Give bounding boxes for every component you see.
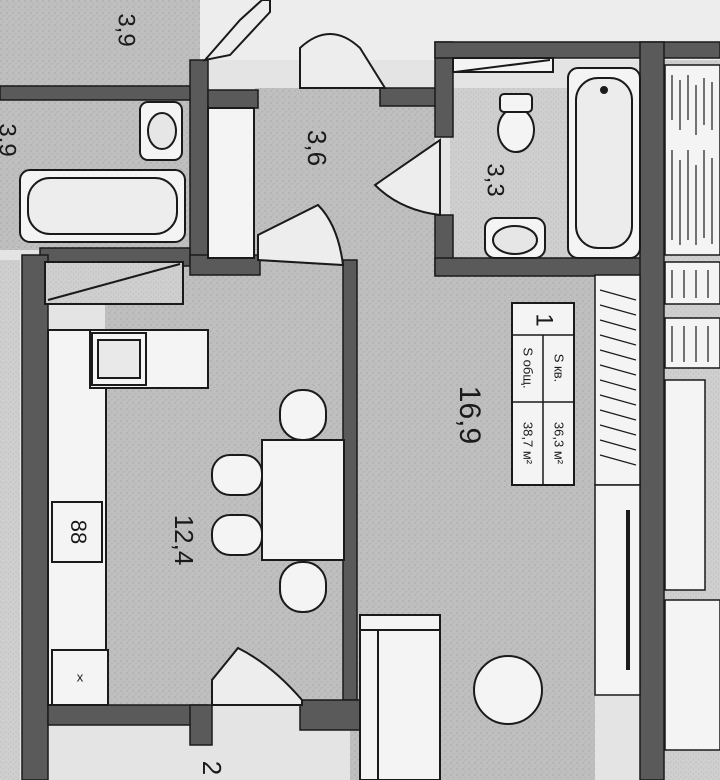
dining-table: [261, 439, 345, 561]
bathtub-drain: [600, 86, 608, 94]
wall-left-partition: [189, 59, 209, 261]
apartment-number: 1: [531, 313, 558, 326]
fridge: [51, 649, 109, 706]
bathtub-inner: [575, 77, 633, 249]
area-row2-value: 38,7 м²: [521, 422, 536, 465]
kitchen-sink-bowl: [97, 339, 141, 379]
wall-top-left: [0, 85, 206, 101]
room-area-hall: 3,6: [302, 130, 332, 166]
neighbor-bathtub-inner: [27, 177, 178, 235]
wall-bottom-post: [189, 704, 213, 746]
fridge-mark: x: [77, 669, 84, 684]
chair-left-2: [211, 514, 263, 556]
stove-burners-mark: 88: [66, 520, 91, 544]
bathroom-fixtures: [452, 57, 641, 259]
chair-bottom: [279, 561, 327, 613]
area-table: 1 S кв. 36,3 м² S общ. 38,7 м²: [511, 302, 575, 486]
wall-hall-top-right: [379, 87, 441, 107]
chair-left-1: [211, 454, 263, 496]
hall-wardrobe: [207, 107, 255, 259]
room-area-bottom-partial: 2: [197, 761, 227, 775]
wardrobe-right-3: [664, 317, 720, 369]
wardrobe-right-1: [664, 64, 720, 256]
bathroom-sink-bowl: [492, 225, 538, 255]
bottom-door: [211, 646, 303, 706]
room-area-kitchen: 12,4: [169, 515, 199, 566]
chair-top: [279, 389, 327, 441]
wall-bottom-left: [47, 704, 209, 726]
stove: [51, 501, 103, 563]
wardrobe-hatching: [599, 75, 713, 466]
entrance-door: [299, 33, 387, 89]
wall-kitchen-left: [21, 254, 49, 780]
neighbor-room-top: [0, 0, 200, 88]
area-row2-label: S общ.: [521, 347, 536, 388]
wall-bath-top: [434, 41, 720, 59]
wall-hall-left: [207, 89, 259, 109]
doors: [202, 0, 441, 706]
room-area-living: 16,9: [453, 386, 486, 444]
wall-bottom-mid: [299, 699, 361, 731]
right-cabinet: [664, 379, 706, 591]
area-row1-label: S кв.: [552, 354, 567, 383]
neighbor-sink-bowl: [147, 112, 177, 150]
room-area-left-partial: 3,9: [0, 123, 21, 156]
right-wardrobes: [594, 64, 720, 751]
kitchen-fixtures: [47, 329, 345, 706]
room-area-bathroom: 3,3: [482, 163, 509, 196]
living-tv-stand: [594, 484, 641, 696]
wall-kitchen-living: [342, 259, 358, 701]
sofa: [359, 614, 441, 780]
bathroom-door: [373, 138, 441, 217]
wall-bath-bottom: [434, 257, 661, 277]
toilet-tank: [499, 93, 533, 113]
area-row1-value: 36,3 м²: [552, 422, 567, 465]
neighbor-strip-left: [0, 260, 20, 780]
wall-right: [639, 41, 665, 780]
room-area-top-left: 3,9: [113, 13, 140, 46]
wardrobe-right-2: [664, 261, 720, 305]
left-fixtures: [19, 101, 186, 305]
bathroom-shelf-diagonal: [454, 59, 551, 73]
right-bed: [664, 599, 720, 751]
left-door: [202, 0, 271, 62]
toilet-bowl: [497, 107, 535, 153]
neighbor-closet-diagonal: [47, 263, 181, 301]
kitchen-door: [257, 203, 345, 267]
coffee-table: [473, 655, 543, 725]
living-fixtures: [359, 614, 543, 780]
